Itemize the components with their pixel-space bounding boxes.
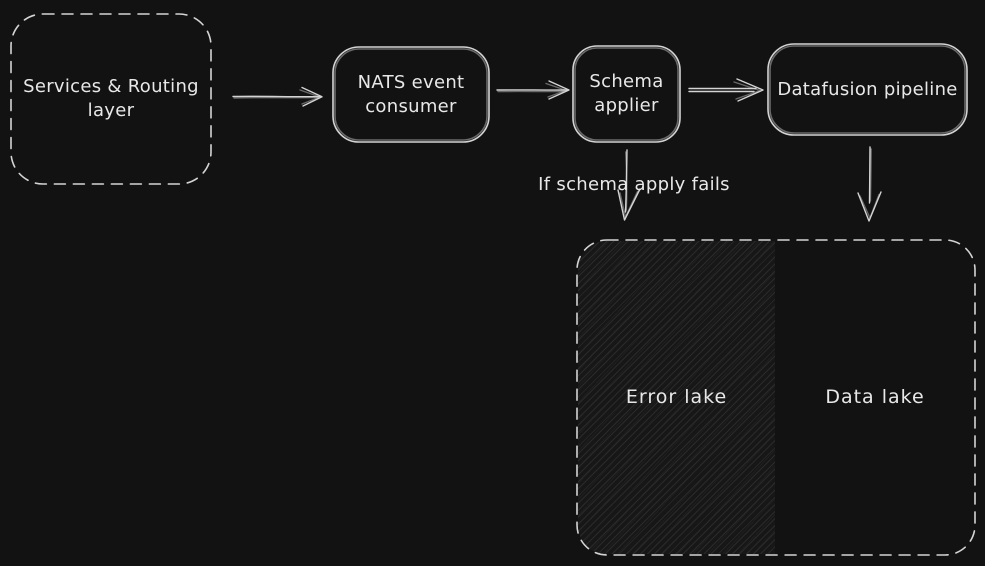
schema-applier-label: Schema applier [573,46,680,142]
services-routing-label-text: Services & Routing layer [23,76,199,121]
datafusion-pipeline-label-text: Datafusion pipeline [777,78,958,100]
arrow-services-to-nats [232,86,323,107]
error-lake-label-text: Error lake [625,385,728,408]
arrow-schema-to-datafusion [688,78,764,102]
edge-label-schema-apply-fails-text: If schema apply fails [538,174,730,196]
error-lake-label: Error lake [578,241,775,554]
schema-applier-label-text: Schema applier [589,71,664,116]
data-lake-label-text: Data lake [825,385,925,408]
nats-consumer-label: NATS event consumer [333,47,489,142]
datafusion-pipeline-label: Datafusion pipeline [768,44,967,135]
arrow-datafusion-to-data-lake [857,146,882,222]
arrow-nats-to-schema [496,80,570,100]
services-routing-label: Services & Routing layer [12,15,210,183]
nats-consumer-label-text: NATS event consumer [357,71,465,117]
data-lake-label: Data lake [775,241,975,554]
edge-label-schema-apply-fails: If schema apply fails [518,171,750,199]
